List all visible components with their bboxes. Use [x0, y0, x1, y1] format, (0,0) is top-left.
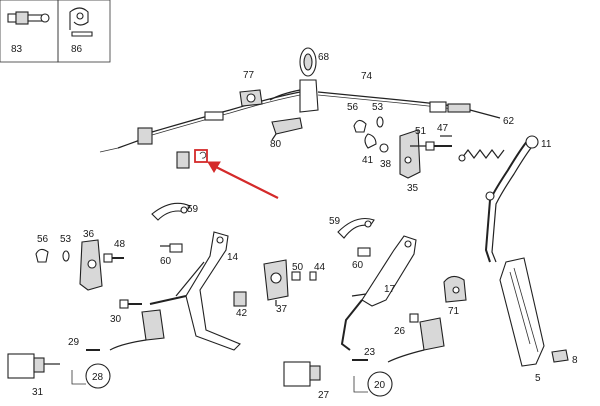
label-20: 20	[374, 380, 386, 391]
label-29: 29	[68, 337, 80, 348]
part-56-upper	[353, 119, 367, 133]
label-42: 42	[236, 308, 248, 319]
part-62-spring	[458, 149, 505, 162]
part-68-pulley	[269, 47, 319, 113]
highlight-box	[194, 149, 208, 163]
label-23: 23	[364, 347, 376, 358]
part-20-circle	[353, 371, 393, 397]
label-36: 36	[83, 229, 95, 240]
label-28: 28	[92, 372, 104, 383]
part-14-pedal-bracket	[149, 231, 241, 351]
part-35-bracket	[399, 129, 430, 179]
label-77: 77	[243, 70, 255, 81]
label-50: 50	[292, 262, 304, 273]
inset-box-86	[57, 0, 111, 63]
part-8-clip	[551, 349, 569, 363]
label-86: 86	[71, 44, 83, 55]
label-17: 17	[384, 284, 396, 295]
label-31: 31	[32, 387, 44, 398]
arrow-shaft	[213, 165, 279, 199]
inset-panel: 83 86	[0, 0, 111, 63]
part-53-upper	[376, 116, 384, 128]
part-small-block	[176, 151, 190, 169]
part-51-bolt	[425, 141, 452, 151]
label-53-upper: 53	[372, 102, 384, 113]
cable-sleeve	[204, 111, 224, 121]
label-30: 30	[110, 314, 122, 325]
part-60-left	[160, 243, 183, 253]
arrow-head	[207, 161, 221, 173]
part-86-clip	[69, 7, 93, 37]
part-42-clip	[233, 291, 247, 307]
label-53-left: 53	[60, 234, 72, 245]
cable-74	[99, 91, 501, 153]
label-47: 47	[437, 123, 449, 134]
part-41-upper	[364, 133, 377, 149]
part-27-connector	[283, 361, 321, 387]
part-31-connector	[7, 353, 60, 379]
cable-bracket	[137, 127, 153, 145]
part-17-pedal-bracket	[340, 235, 417, 351]
part-71-sensor	[443, 275, 467, 303]
label-26: 26	[394, 326, 406, 337]
pointer-arrow	[176, 149, 279, 199]
label-59-left: 59	[187, 204, 199, 215]
part-30-bolt	[119, 299, 142, 309]
label-80: 80	[270, 139, 282, 150]
label-35: 35	[407, 183, 419, 194]
inset-box-83	[0, 0, 59, 63]
part-44-bolt	[309, 271, 317, 281]
label-62: 62	[503, 116, 515, 127]
cable-end-left	[117, 139, 141, 149]
part-switch-right	[387, 317, 445, 363]
label-44: 44	[314, 262, 326, 273]
part-83-fitting	[7, 11, 50, 25]
part-26-bolt	[409, 313, 419, 323]
label-5: 5	[535, 373, 541, 384]
label-11: 11	[541, 139, 552, 150]
part-59-left	[151, 202, 191, 221]
label-68: 68	[318, 52, 330, 63]
part-48-bolt	[103, 253, 124, 263]
part-53-left	[62, 250, 70, 262]
part-5-pedal	[499, 257, 545, 367]
part-56-left	[35, 248, 49, 263]
label-51: 51	[415, 126, 427, 137]
label-48: 48	[114, 239, 126, 250]
label-60-left: 60	[160, 256, 172, 267]
label-14: 14	[227, 252, 239, 263]
label-60-right: 60	[352, 260, 364, 271]
part-59-right	[337, 217, 375, 239]
part-50-bolt	[291, 271, 301, 281]
label-83: 83	[11, 44, 23, 55]
label-41: 41	[362, 155, 374, 166]
part-labels: 68 77 74 56 53 51 47 62 11 80 41 38 35 5…	[32, 52, 578, 401]
part-37-throttle	[263, 259, 289, 306]
part-switch-left	[109, 309, 165, 351]
label-37: 37	[276, 304, 288, 315]
part-11-pedal-rod	[484, 135, 539, 263]
part-36-bracket	[79, 239, 103, 291]
part-28-circle	[71, 363, 111, 389]
label-56-left: 56	[37, 234, 49, 245]
part-77	[239, 89, 263, 107]
part-80-clip	[271, 117, 303, 141]
label-74: 74	[361, 71, 373, 82]
label-27: 27	[318, 390, 330, 401]
part-60-right	[357, 247, 371, 257]
label-56-upper: 56	[347, 102, 359, 113]
label-8: 8	[572, 355, 578, 366]
label-38: 38	[380, 159, 392, 170]
label-59-right: 59	[329, 216, 341, 227]
part-38-upper	[379, 143, 389, 153]
label-71: 71	[448, 306, 460, 317]
